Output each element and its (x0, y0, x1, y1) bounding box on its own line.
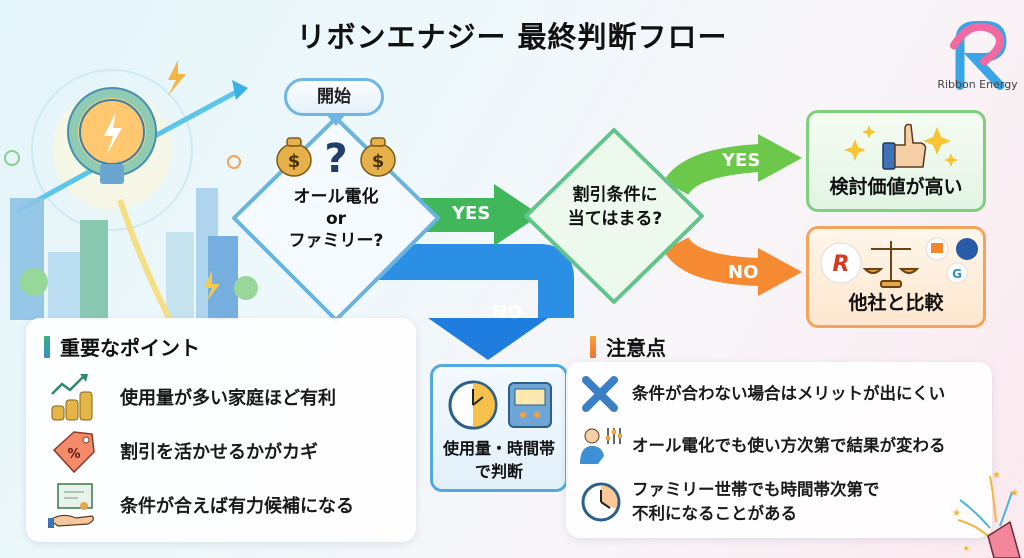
point-item: 使用量が多い家庭ほど有利 (48, 372, 336, 422)
start-pointer (326, 114, 346, 126)
yes2-arrowhead (758, 134, 802, 182)
lightning-icon (168, 60, 186, 96)
lightbulb-icon (79, 99, 145, 184)
decision1-line3: ファミリー? (288, 231, 384, 251)
svg-text:★: ★ (1010, 488, 1019, 499)
coins-growth-icon (51, 374, 93, 421)
yes2-connector (663, 144, 761, 196)
decision2-line2: 当てはまる? (567, 209, 663, 229)
yes-arrowhead-green (494, 184, 540, 246)
cautions-panel: 条件が合わない場合はメリットが出にくい オール電化でも使い方次第で結果が変わる … (566, 362, 992, 538)
important-points-panel: 重要なポイント 使用量が多い家庭ほど有利 % 割引を活かせるかがカギ 条件が合え… (26, 318, 416, 542)
caution-text: 条件が合わない場合はメリットが出にくい (632, 384, 946, 403)
decision2-text: 割引条件に 当てはまる? (560, 183, 670, 231)
svg-text:G: G (952, 267, 962, 281)
city-skyline (10, 188, 258, 320)
svg-text:✦: ✦ (962, 544, 970, 555)
balance-scale-icon (862, 241, 920, 288)
result-high-value-label: 検討価値が高い (829, 176, 963, 198)
decision2-line1: 割引条件に (572, 185, 658, 205)
brand-name: Ribbon Energy (937, 78, 1018, 91)
caution-text-line2: 不利になることがある (632, 504, 797, 523)
money-bag-icon: $ (360, 137, 396, 177)
decision2-no-label: NO (728, 262, 759, 283)
compare-icons: R G (820, 237, 978, 288)
no2-connector (663, 236, 761, 286)
point-text: 使用量が多い家庭ほど有利 (120, 388, 336, 409)
judge-line2: で判断 (474, 462, 523, 481)
cautions-heading-text: 注意点 (606, 336, 666, 360)
section-bar (590, 335, 596, 358)
company-logo-icon (956, 238, 978, 260)
clock-icon (448, 380, 498, 430)
sparkle-icon (844, 139, 866, 161)
caution-text: オール電化でも使い方次第で結果が変わる (632, 436, 946, 455)
svg-text:$: $ (288, 151, 301, 172)
svg-text:%: % (67, 447, 80, 462)
money-bag-icon: $ (276, 137, 312, 177)
judge-line1: 使用量・時間帯 (442, 439, 555, 458)
cross-icon (582, 376, 618, 412)
point-text: 割引を活かせるかがカギ (120, 442, 318, 463)
start-node: 開始 (284, 78, 384, 116)
section-bar (44, 335, 50, 358)
decision1-yes-label: YES (452, 203, 491, 224)
svg-text:★: ★ (952, 508, 961, 519)
svg-text:★: ★ (992, 470, 1001, 481)
decision1-no-label: NO (492, 302, 523, 323)
judge-label: 使用量・時間帯 で判断 (433, 437, 565, 483)
thumbs-up-icon (882, 123, 927, 170)
point-text: 条件が合えば有力候補になる (120, 496, 354, 517)
decision1-icons: $ ? $ (276, 136, 396, 180)
caution-item: オール電化でも使い方次第で結果が変わる (580, 426, 946, 466)
result-compare-label: 他社と比較 (848, 292, 944, 314)
party-popper-icon: ★ ★ ★ ✦ (952, 470, 1021, 558)
no2-arrowhead (758, 248, 802, 296)
growth-arrow-icon (232, 80, 248, 100)
clock-meter-icons (448, 380, 552, 430)
decision1-line1: オール電化 (293, 187, 379, 207)
caution-item: ファミリー世帯でも時間帯次第で 不利になることがある (580, 478, 880, 526)
question-mark-icon: ? (324, 136, 347, 180)
no-connector-blue (360, 244, 574, 318)
decision1-line2: or (325, 209, 347, 229)
cautions-heading: 注意点 (590, 332, 666, 361)
caution-text-line1: ファミリー世帯でも時間帯次第で (632, 480, 880, 499)
certificate-hand-icon (48, 483, 94, 528)
point-item: % 割引を活かせるかがカギ (48, 426, 318, 476)
thumbs-up-sparkle-icon (844, 123, 958, 170)
page-title: リボンエナジー 最終判断フロー (296, 20, 728, 54)
energy-city-illustration (4, 60, 258, 320)
result-compare-others: R G 他社と比較 (806, 226, 986, 328)
company-logo-icon: R (820, 242, 862, 284)
ribbon-logo-icon (950, 21, 1007, 90)
decision1-text: オール電化 or ファミリー? (262, 186, 410, 252)
no-arrowhead-blue (428, 318, 548, 360)
clock-icon (581, 482, 621, 522)
judge-by-usage-time: 使用量・時間帯 で判断 (430, 364, 568, 492)
caution-text: ファミリー世帯でも時間帯次第で 不利になることがある (632, 478, 880, 526)
svg-text:R: R (833, 252, 850, 277)
person-settings-icon (580, 428, 622, 464)
points-heading-text: 重要なポイント (60, 336, 200, 360)
meter-icon (508, 382, 552, 428)
decision2-diamond (524, 128, 704, 304)
points-heading: 重要なポイント (44, 332, 200, 361)
decision2-yes-label: YES (722, 150, 761, 171)
result-high-value: 検討価値が高い (806, 110, 986, 212)
company-logo-icon (946, 262, 968, 284)
discount-tag-icon: % (52, 431, 95, 474)
svg-text:$: $ (372, 151, 385, 172)
point-item: 条件が合えば有力候補になる (48, 480, 354, 530)
caution-item: 条件が合わない場合はメリットが出にくい (580, 376, 945, 412)
